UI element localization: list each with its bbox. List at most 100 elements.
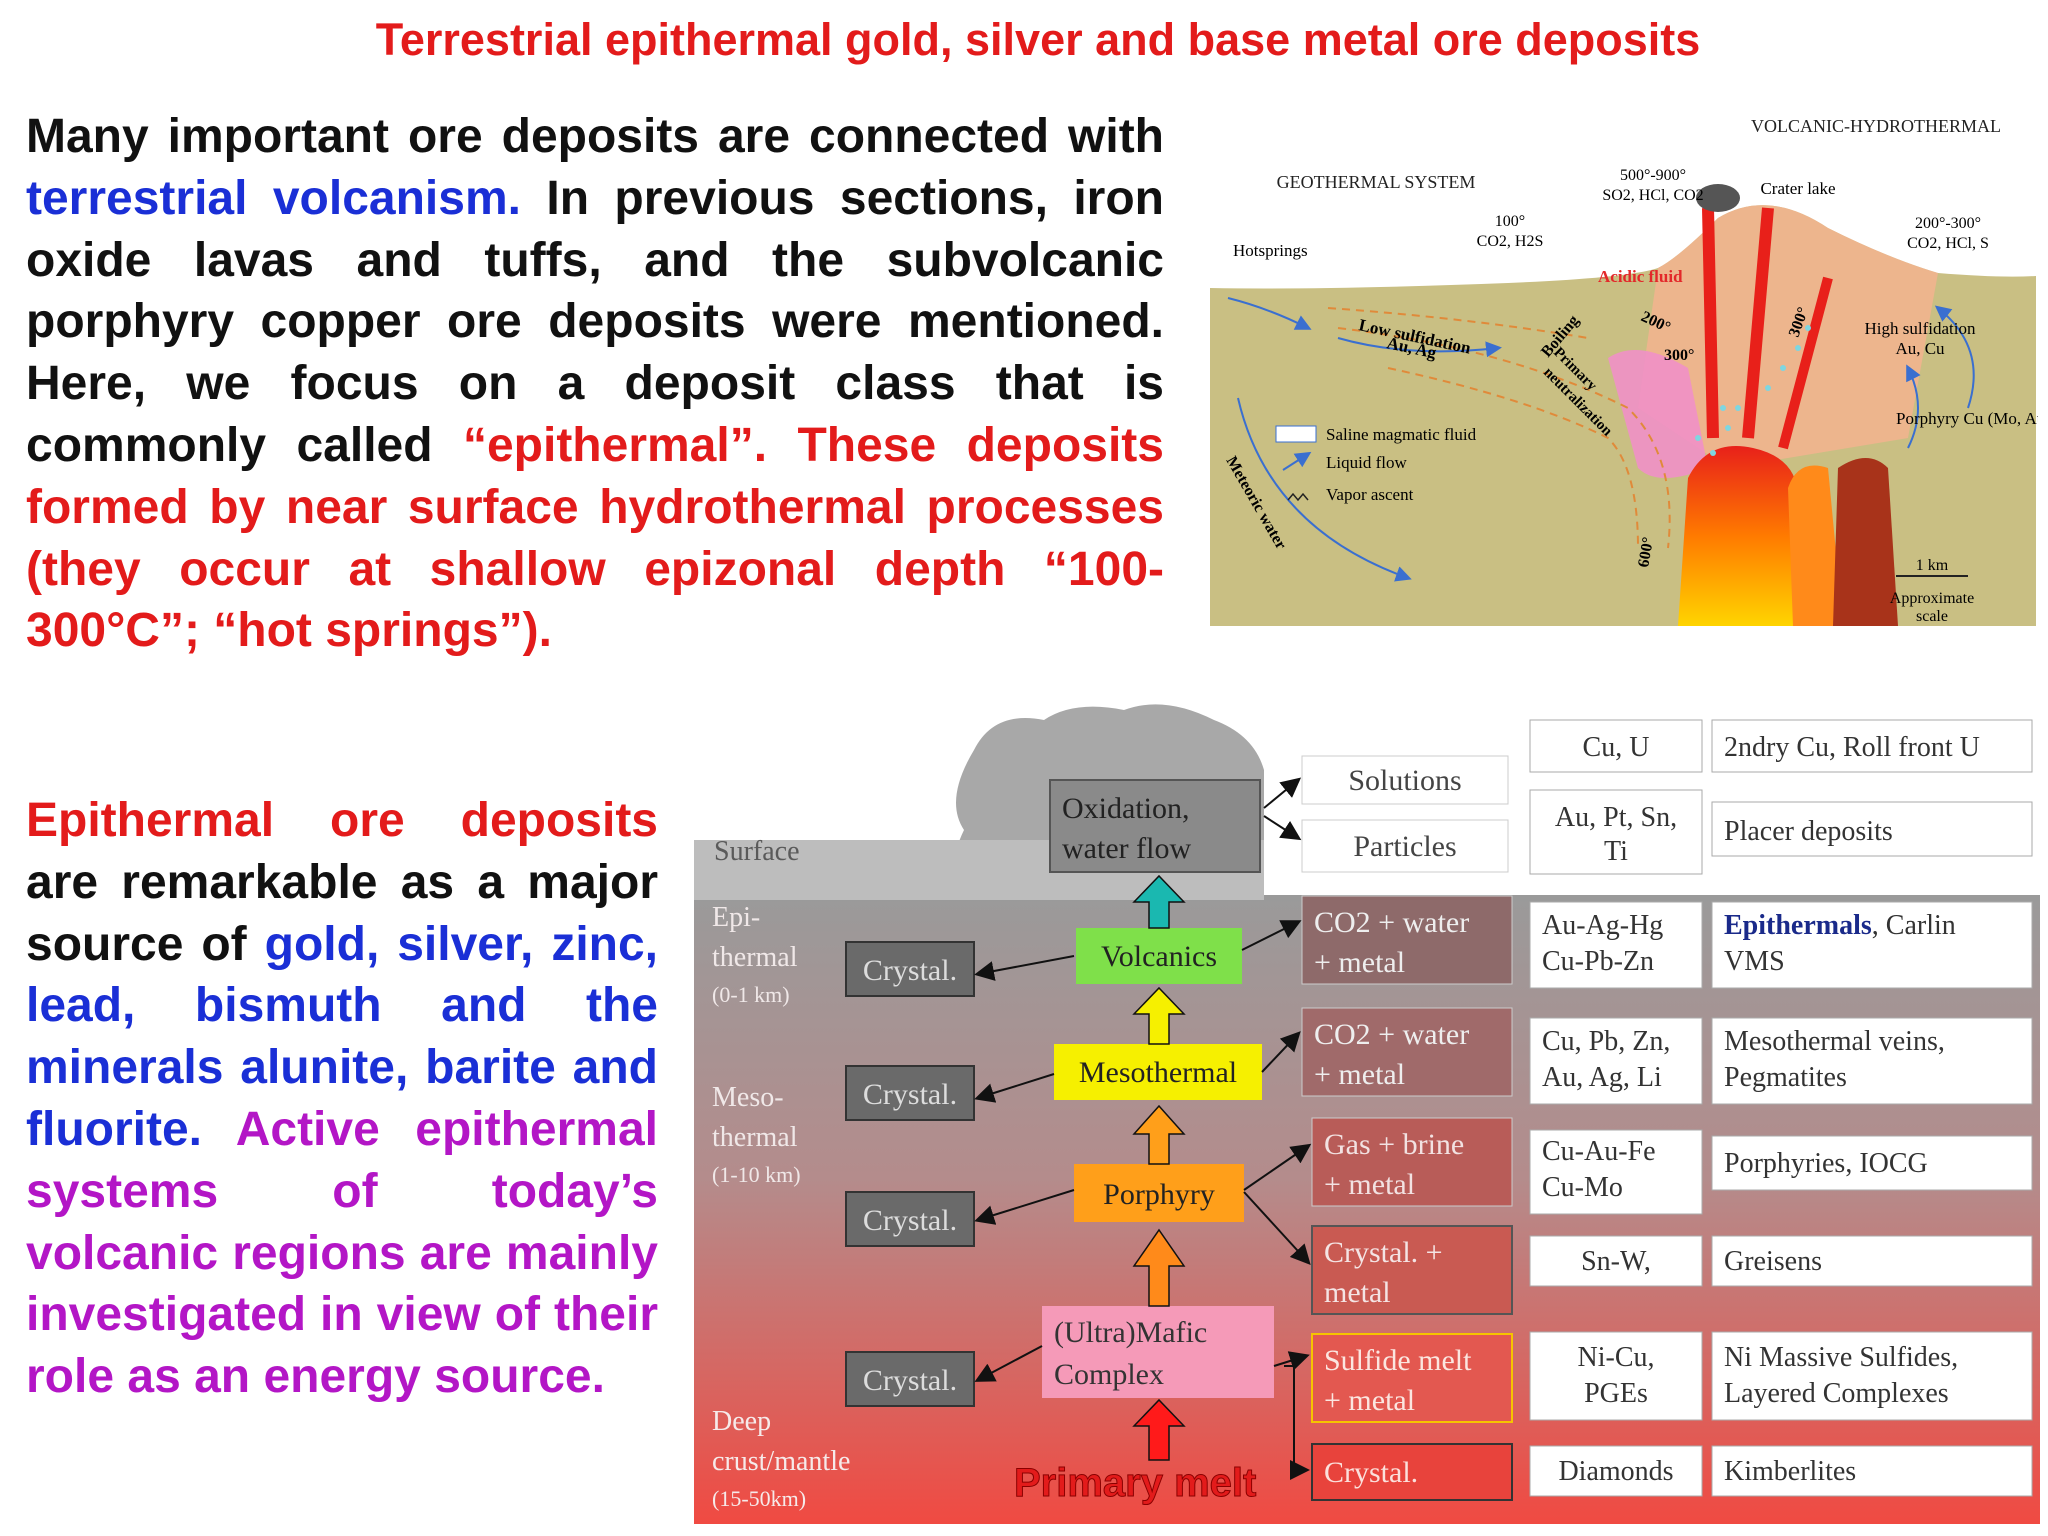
svg-text:Epithermals, Carlin: Epithermals, Carlin <box>1724 910 1956 941</box>
mafic-box <box>1042 1306 1274 1398</box>
deposit-2: Placer deposits <box>1724 816 1893 847</box>
product-gas-2: + metal <box>1324 1168 1415 1201</box>
primary-neutralization-zone <box>1608 350 1708 478</box>
volcanics-box <box>1076 928 1242 984</box>
legend-saline: Saline magmatic fluid <box>1326 425 1477 444</box>
deposit-boxes: 2ndry Cu, Roll front U Placer deposits E… <box>1711 719 2033 1497</box>
mesothermal-box <box>1054 1044 1262 1100</box>
magma-dark <box>1833 458 1898 626</box>
deposit-6: Greisens <box>1724 1246 1822 1277</box>
intro-paragraph: Many important ore deposits are connecte… <box>26 106 1164 662</box>
zone-meso-1: Meso- <box>712 1082 784 1113</box>
high-sulfidation-label: High sulfidation <box>1865 319 1976 338</box>
second-heading: Epithermal ore deposits <box>26 794 658 847</box>
temp-a: 500°-900° <box>1620 167 1686 184</box>
metal-5-1: Cu-Au-Fe <box>1542 1136 1656 1167</box>
product-crystm-2: metal <box>1324 1276 1391 1309</box>
mesothermal-label: Mesothermal <box>1079 1056 1237 1089</box>
product-co2-b-1: CO2 + water <box>1314 1018 1469 1051</box>
volcanic-system-title-1: VOLCANIC-HYDROTHERMAL <box>1751 116 2001 136</box>
volcanic-plume <box>1696 184 1740 212</box>
gas-a: SO2, HCl, CO2 <box>1602 187 1703 204</box>
deposit-7-2: Layered Complexes <box>1724 1378 1949 1409</box>
oxidation-box <box>1049 779 1261 873</box>
crystal-label-1: Crystal. <box>863 954 957 987</box>
product-co2-a <box>1301 895 1513 985</box>
temp-b: 100° <box>1495 213 1525 230</box>
porphyry-label: Porphyry <box>1103 1178 1215 1211</box>
volcanic-hydrothermal-cross-section: VOLCANIC-HYDROTHERMAL GEOTHERMAL SYSTEM … <box>1210 116 2038 626</box>
product-co2-a-2: + metal <box>1314 946 1405 979</box>
product-co2-b-2: + metal <box>1314 1058 1405 1091</box>
metal-4-2: Au, Ag, Li <box>1542 1062 1662 1093</box>
deposit-4-2: Pegmatites <box>1724 1062 1847 1093</box>
crystal-arrows <box>974 955 1075 1382</box>
intro-text-2: In previous sections, iron oxide lavas a… <box>26 171 1165 472</box>
hotsprings-label: Hotsprings <box>1233 241 1308 260</box>
oxidation-label-1: Oxidation, <box>1062 792 1190 825</box>
arrow-yellow <box>1132 986 1186 1045</box>
metal-7-1: Ni-Cu, <box>1578 1342 1655 1373</box>
high-sulfidation-metals: Au, Cu <box>1895 339 1945 358</box>
scale-note-2: scale <box>1916 608 1948 625</box>
metal-6: Sn-W, <box>1581 1246 1651 1277</box>
metal-2-1: Au, Pt, Sn, <box>1555 802 1677 833</box>
metal-7-2: PGEs <box>1584 1378 1648 1409</box>
temp-c: 200°-300° <box>1915 215 1981 232</box>
second-text-1: are remarkable as a major source of <box>26 855 658 971</box>
mafic-label-1: (Ultra)Mafic <box>1054 1316 1207 1349</box>
deposit-1: 2ndry Cu, Roll front U <box>1724 732 1980 763</box>
volcanics-label: Volcanics <box>1101 940 1217 973</box>
second-text-2: Active epithermal systems of today’s vol… <box>26 1102 658 1404</box>
zone-epi-3: (0-1 km) <box>712 982 790 1007</box>
acidic-fluid-label: Acidic fluid <box>1598 267 1683 286</box>
product-particles <box>1301 819 1509 873</box>
deposit-3-a: Epithermals <box>1724 910 1872 941</box>
product-co2-b <box>1301 1007 1513 1097</box>
product-co2-a-1: CO2 + water <box>1314 906 1469 939</box>
deposit-3-b: , Carlin <box>1872 910 1956 941</box>
zone-meso-2: thermal <box>712 1122 798 1153</box>
product-sulf-1: Sulfide melt <box>1324 1344 1472 1377</box>
product-particles-label: Particles <box>1353 830 1456 863</box>
conduit-2 <box>1742 207 1774 439</box>
product-boxes: Solutions Particles CO2 + water + metal … <box>1301 755 1513 1501</box>
metal-3-1: Au-Ag-Hg <box>1542 910 1663 941</box>
ore-genesis-flowchart: Surface Epi- thermal (0-1 km) Meso- ther… <box>694 690 2040 1524</box>
up-arrows <box>1132 874 1186 1461</box>
zone-deep-1: Deep <box>712 1406 771 1437</box>
metal-4-1: Cu, Pb, Zn, <box>1542 1026 1670 1057</box>
magma-body <box>1678 446 1808 626</box>
metal-5-2: Cu-Mo <box>1542 1172 1623 1203</box>
intro-highlight-volcanism: terrestrial volcanism. <box>26 171 521 225</box>
conduit-1 <box>1702 207 1719 439</box>
mafic-label-2: Complex <box>1054 1358 1164 1391</box>
geothermal-title: GEOTHERMAL SYSTEM <box>1277 172 1476 192</box>
primary-melt-label: Primary melt <box>1014 1461 1256 1505</box>
crystal-label-3: Crystal. <box>863 1204 957 1237</box>
scale-label: 1 km <box>1916 557 1949 574</box>
isotherm-600: 600° <box>1635 536 1657 569</box>
deposit-3-2: VMS <box>1724 946 1785 977</box>
zone-deep-3: (15-50km) <box>712 1486 806 1511</box>
crater-lake-label: Crater lake <box>1760 179 1835 198</box>
zone-epi-2: thermal <box>712 942 798 973</box>
metal-boxes: Cu, U Au, Pt, Sn, Ti Au-Ag-Hg Cu-Pb-Zn C… <box>1529 719 1703 1497</box>
magma-orange <box>1788 465 1843 626</box>
meteoric-flow-arrows <box>1227 297 1975 582</box>
product-solutions <box>1301 755 1509 805</box>
crystal-label-2: Crystal. <box>863 1078 957 1111</box>
zone-meso-3: (1-10 km) <box>712 1162 801 1187</box>
crystal-label-4: Crystal. <box>863 1364 957 1397</box>
zone-epi-1: Epi- <box>712 902 760 933</box>
legend-vapor: Vapor ascent <box>1326 485 1414 504</box>
isotherm-300a: 300° <box>1664 347 1694 364</box>
product-gas-brine <box>1311 1117 1513 1207</box>
porphyry-box <box>1074 1164 1244 1222</box>
crystal-boxes: Crystal. Crystal. Crystal. Crystal. <box>845 941 975 1407</box>
product-crystal-last <box>1311 1443 1513 1501</box>
metal-1: Cu, U <box>1583 732 1650 763</box>
product-sulf-2: + metal <box>1324 1384 1415 1417</box>
oxidation-label-2: water flow <box>1062 832 1191 865</box>
product-solutions-label: Solutions <box>1348 764 1461 797</box>
